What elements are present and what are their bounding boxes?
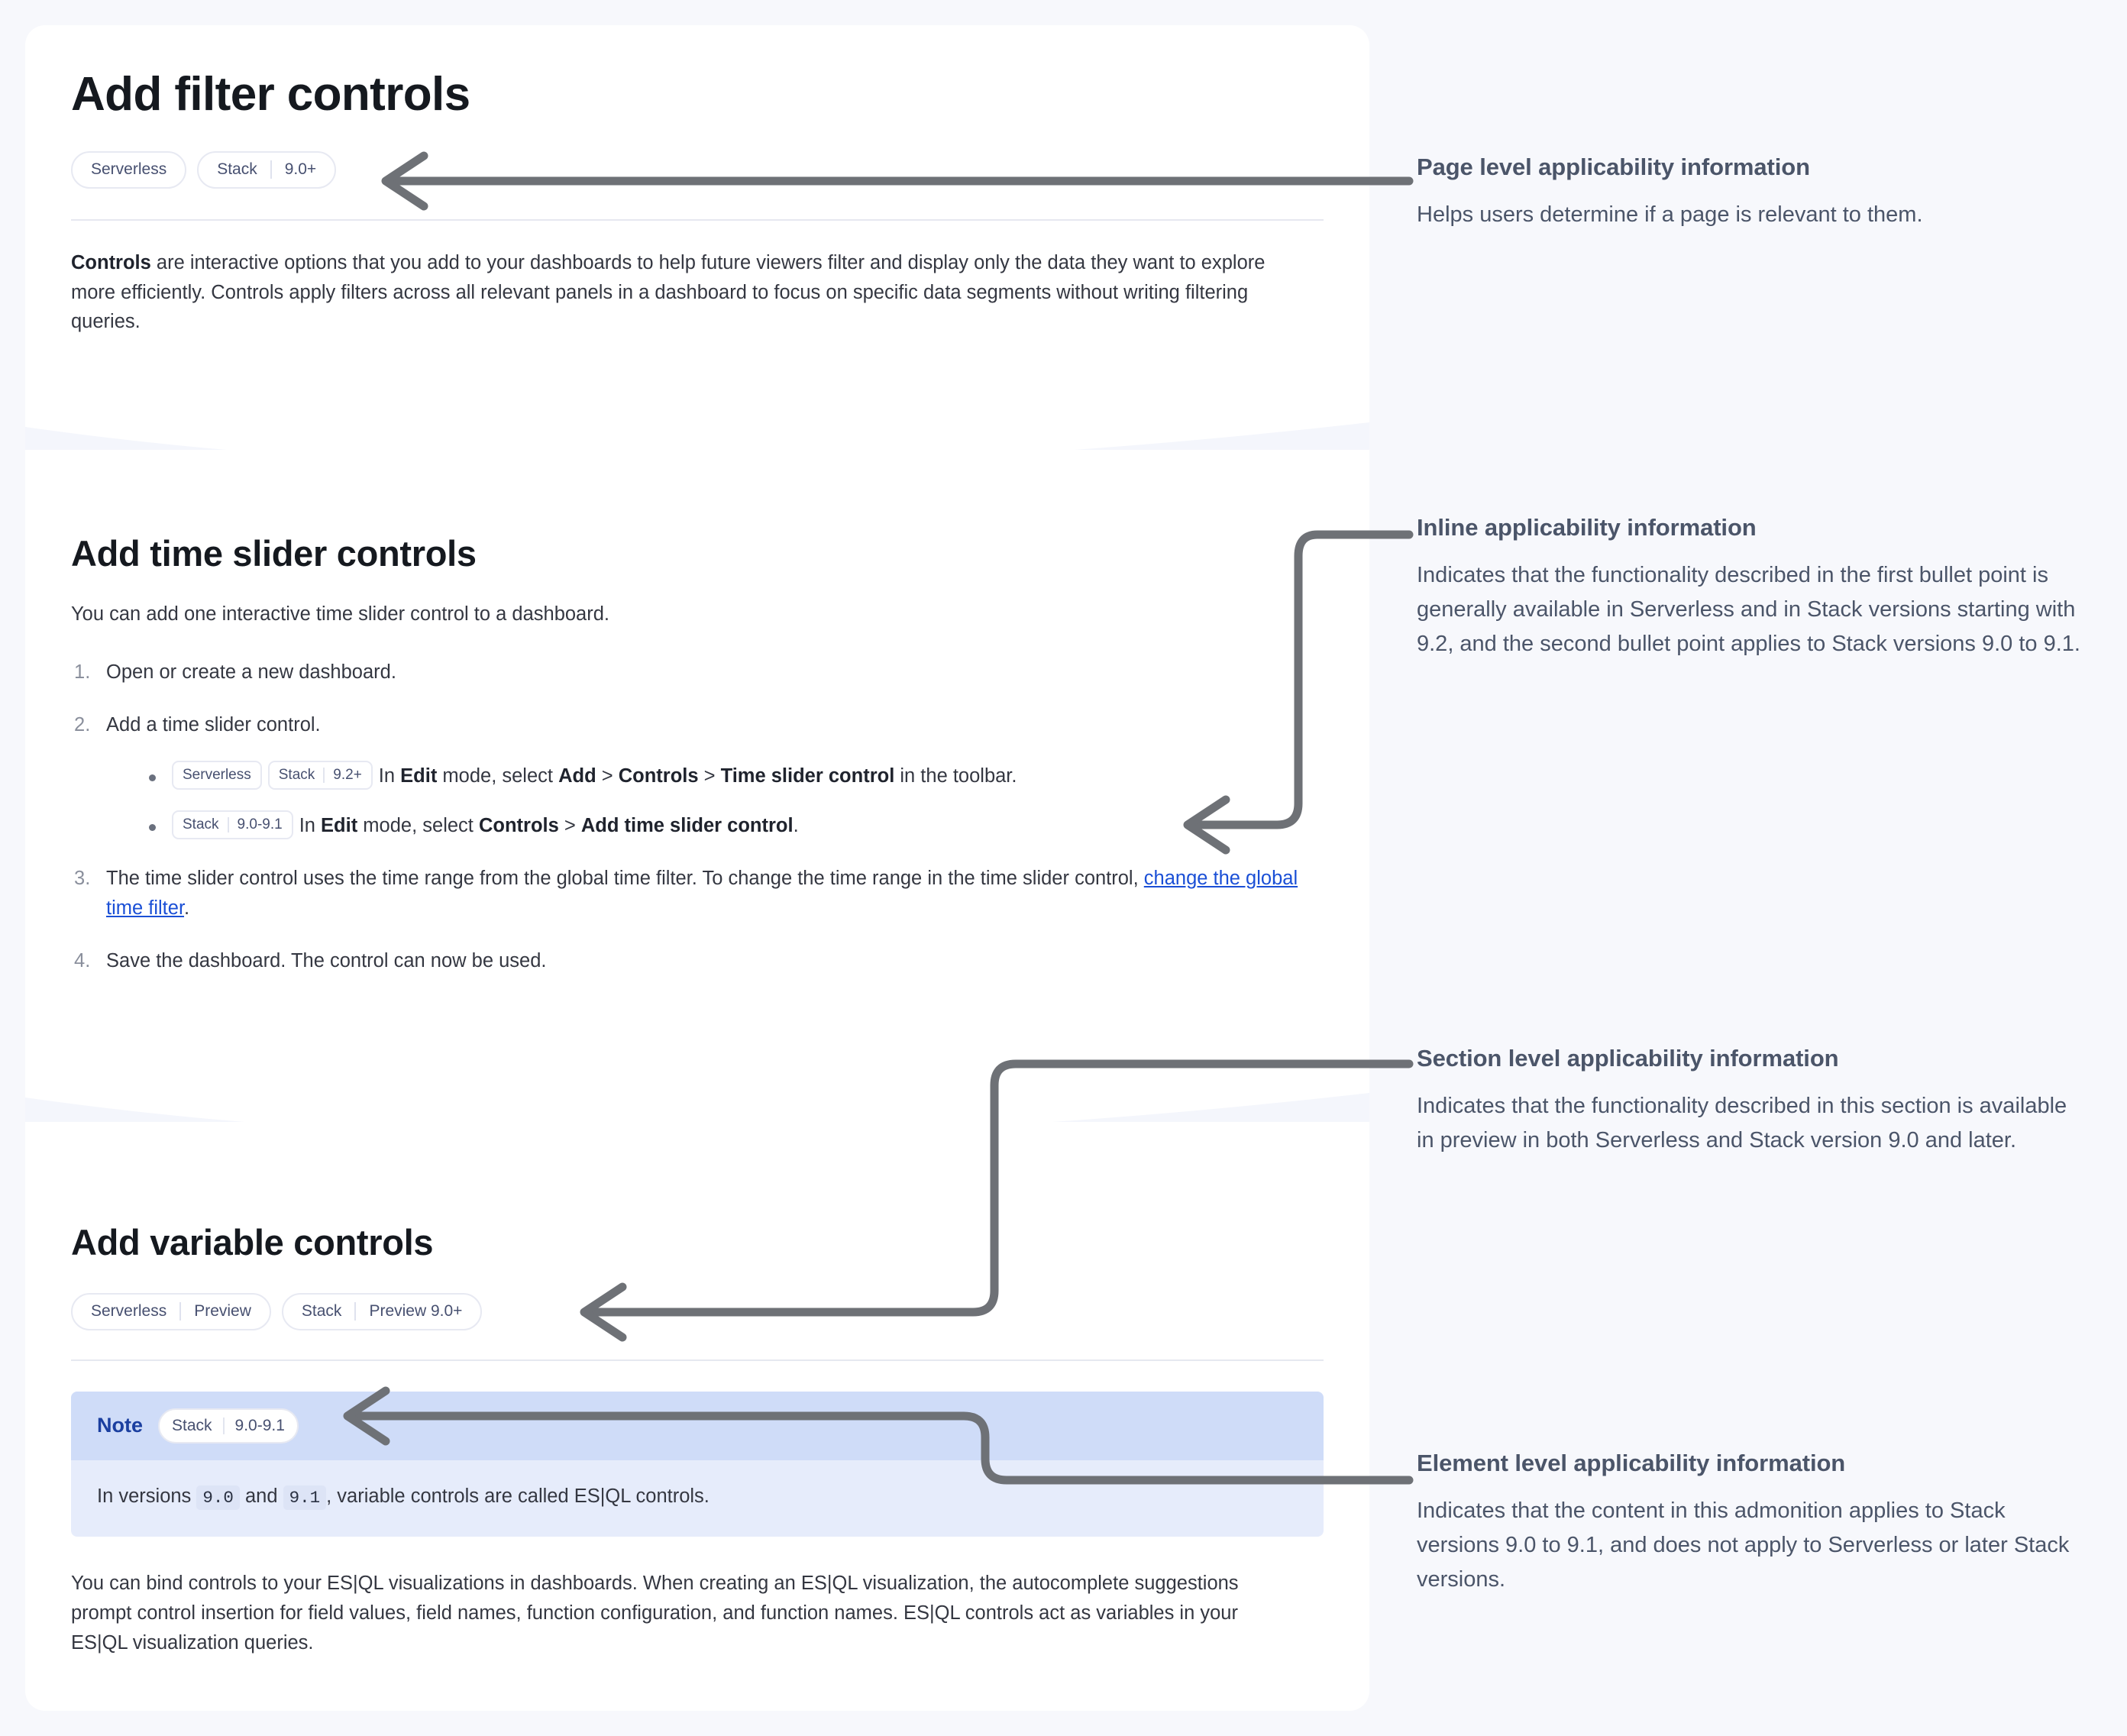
variable-controls-body: You can bind controls to your ES|QL visu… bbox=[71, 1573, 1239, 1654]
bullet-text: In bbox=[378, 765, 401, 787]
stack-badge[interactable]: Stack 9.0-9.1 bbox=[158, 1408, 299, 1443]
step-text: The time slider control uses the time ra… bbox=[106, 868, 1144, 890]
annotation-title: Section level applicability information bbox=[1417, 1045, 1839, 1072]
badge-segment-product: Serverless bbox=[183, 766, 251, 783]
annotation-element-level: Element level applicability information … bbox=[1417, 1449, 2081, 1597]
stack-badge[interactable]: Stack 9.0-9.1 bbox=[172, 810, 293, 840]
stack-badge[interactable]: Stack 9.2+ bbox=[267, 761, 373, 790]
bullet-text: mode, select bbox=[357, 815, 479, 837]
inline-applicability-bullets: Serverless Stack 9.2+ In Edit mode, sele… bbox=[146, 761, 1324, 842]
note-text-part: , variable controls are called ES|QL con… bbox=[326, 1485, 710, 1507]
badge-segment-version: 9.0-9.1 bbox=[234, 1416, 285, 1434]
annotation-title: Page level applicability information bbox=[1417, 154, 1810, 180]
badge-divider bbox=[323, 768, 325, 784]
step-item: The time slider control uses the time ra… bbox=[71, 864, 1308, 923]
bullet-text: mode, select bbox=[437, 765, 559, 787]
pill-divider bbox=[179, 1302, 182, 1321]
pill-segment-lifecycle-version: Preview 9.0+ bbox=[369, 1302, 463, 1321]
pill-divider bbox=[270, 160, 272, 179]
annotation-text: Helps users determine if a page is relev… bbox=[1417, 202, 1923, 228]
bullet-text: . bbox=[793, 815, 799, 837]
note-body: In versions 9.0 and 9.1, variable contro… bbox=[71, 1460, 1324, 1537]
annotation-title: Element level applicability information bbox=[1417, 1450, 1846, 1476]
badge-segment-product: Stack bbox=[278, 766, 315, 783]
bullet-text: > bbox=[698, 765, 721, 787]
doc-panel-time-slider: Add time slider controls You can add one… bbox=[25, 450, 1369, 1122]
bullet-text: In bbox=[299, 815, 322, 837]
badge-segment-product: Stack bbox=[172, 1416, 212, 1434]
note-text-part: and bbox=[239, 1485, 283, 1507]
step-text: Add a time slider control. bbox=[106, 714, 321, 736]
annotation-inline-level: Inline applicability information Indicat… bbox=[1417, 513, 2081, 661]
note-header: Note Stack 9.0-9.1 bbox=[71, 1391, 1324, 1460]
title-divider bbox=[71, 218, 1324, 221]
time-slider-intro: You can add one interactive time slider … bbox=[71, 603, 609, 625]
intro-rest: are interactive options that you add to … bbox=[71, 251, 1266, 333]
note-text: In versions 9.0 and 9.1, variable contro… bbox=[97, 1482, 1298, 1511]
badge-segment-version: 9.2+ bbox=[333, 766, 362, 783]
version-code-90: 9.0 bbox=[196, 1485, 240, 1510]
step-text: . bbox=[184, 897, 190, 920]
bullet-strong: Controls bbox=[618, 765, 699, 787]
pill-divider bbox=[354, 1302, 357, 1321]
pill-segment-product: Serverless bbox=[91, 1302, 167, 1321]
intro-lead: Controls bbox=[71, 251, 151, 273]
page-applicability-row: Serverless Stack 9.0+ bbox=[71, 150, 1324, 189]
badge-segment-product: Stack bbox=[183, 816, 219, 833]
pill-segment-lifecycle: Preview bbox=[194, 1302, 251, 1321]
document-column: Add filter controls Serverless Stack 9.0… bbox=[25, 25, 1369, 1711]
section-divider bbox=[71, 1359, 1324, 1361]
pill-segment-product: Stack bbox=[301, 1302, 342, 1321]
badge-divider bbox=[222, 1417, 225, 1434]
annotation-text: Indicates that the functionality describ… bbox=[1417, 563, 2080, 657]
version-code-91: 9.1 bbox=[283, 1485, 327, 1510]
serverless-badge[interactable]: Serverless bbox=[172, 761, 262, 790]
annotation-title: Inline applicability information bbox=[1417, 514, 1757, 541]
step-text: Save the dashboard. The control can now … bbox=[106, 949, 547, 971]
note-admonition: Note Stack 9.0-9.1 In versions 9.0 and 9… bbox=[71, 1391, 1324, 1537]
bullet-text: in the toolbar. bbox=[894, 765, 1017, 787]
bullet-strong: Edit bbox=[400, 765, 438, 787]
page-title: Add filter controls bbox=[71, 68, 470, 121]
list-item: Serverless Stack 9.2+ In Edit mode, sele… bbox=[146, 761, 1324, 791]
time-slider-steps: Open or create a new dashboard. Add a ti… bbox=[71, 658, 1324, 975]
annotation-text: Indicates that the content in this admon… bbox=[1417, 1498, 2070, 1592]
step-text: Open or create a new dashboard. bbox=[106, 661, 396, 684]
pill-segment-version: 9.0+ bbox=[284, 160, 317, 179]
badge-segment-version: 9.0-9.1 bbox=[237, 816, 283, 833]
pill-segment-product: Serverless bbox=[91, 160, 167, 179]
bullet-text: > bbox=[596, 765, 619, 787]
doc-panel-variable-controls: Add variable controls Serverless Preview… bbox=[25, 1122, 1369, 1711]
annotation-section-level: Section level applicability information … bbox=[1417, 1044, 2081, 1158]
step-item: Save the dashboard. The control can now … bbox=[71, 946, 1324, 976]
bullet-strong: Controls bbox=[478, 815, 559, 837]
section-title-time-slider: Add time slider controls bbox=[71, 533, 477, 574]
annotation-text: Indicates that the functionality describ… bbox=[1417, 1094, 2067, 1153]
bullet-text: > bbox=[558, 815, 581, 837]
step-item: Add a time slider control. Serverless St… bbox=[71, 710, 1324, 841]
section-title-variable-controls: Add variable controls bbox=[71, 1222, 434, 1262]
stack-pill[interactable]: Stack 9.0+ bbox=[197, 150, 337, 189]
global-time-filter-link[interactable]: change the global time filter bbox=[106, 868, 1298, 920]
bullet-strong: Edit bbox=[321, 815, 358, 837]
stack-preview-pill[interactable]: Stack Preview 9.0+ bbox=[281, 1292, 483, 1330]
list-item: Stack 9.0-9.1 In Edit mode, select Contr… bbox=[146, 810, 1324, 841]
bullet-strong: Time slider control bbox=[720, 765, 895, 787]
note-title: Note bbox=[97, 1414, 143, 1437]
bullet-strong: Add time slider control bbox=[580, 815, 794, 837]
doc-panel-intro: Add filter controls Serverless Stack 9.0… bbox=[25, 25, 1369, 450]
annotation-page-level: Page level applicability information Hel… bbox=[1417, 153, 2081, 232]
section-applicability-row: Serverless Preview Stack Preview 9.0+ bbox=[71, 1292, 1324, 1330]
pill-segment-product: Stack bbox=[217, 160, 257, 179]
bullet-strong: Add bbox=[558, 765, 596, 787]
serverless-preview-pill[interactable]: Serverless Preview bbox=[71, 1292, 271, 1330]
serverless-pill[interactable]: Serverless bbox=[71, 150, 187, 189]
badge-divider bbox=[227, 817, 229, 833]
intro-paragraph: Controls are interactive options that yo… bbox=[71, 248, 1276, 337]
note-text-part: In versions bbox=[97, 1485, 197, 1507]
step-item: Open or create a new dashboard. bbox=[71, 658, 1324, 687]
